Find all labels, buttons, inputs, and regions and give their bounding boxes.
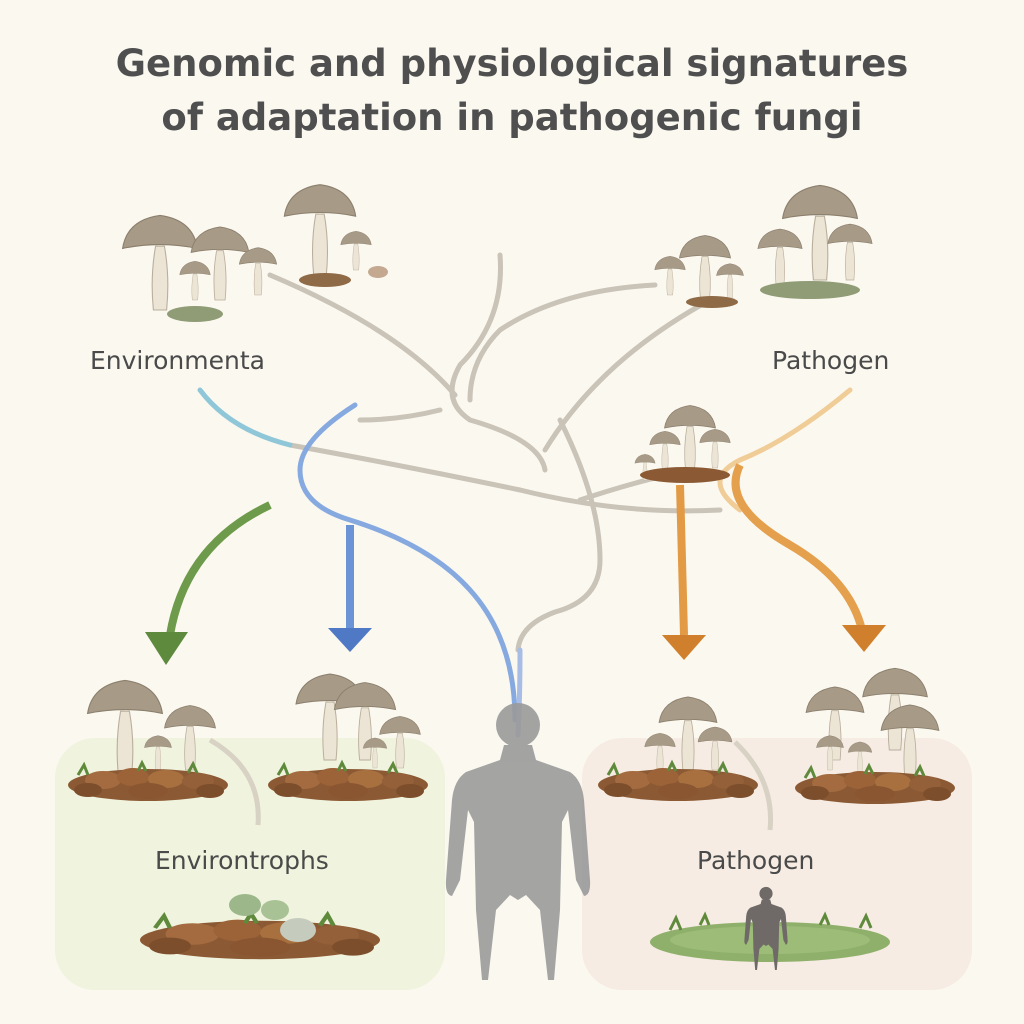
label-pathogen-bottom: Pathogen [697,846,815,875]
mushroom-cluster-icon-top-left [122,184,388,322]
arrow-down-icon-green [145,501,272,665]
pathogen-lineage [717,387,853,513]
connector-line [208,737,261,826]
diagram-title-line-2: of adaptation in pathogenic fungi [161,96,863,139]
mushroom-cluster-icon-top-right [654,184,873,308]
arrow-down-icon-orange-left [662,484,706,660]
mushroom-cluster-icon-bottom-right-2 [793,667,957,806]
label-environtrophs: Environtrophs [155,846,329,875]
diagram-title-line-1: Genomic and physiological signatures [115,42,909,85]
human-silhouette-icon [445,703,591,980]
arrow-down-icon-orange-right [731,463,886,652]
phylogeny-branches [267,252,723,653]
connector-line-right [733,740,774,831]
arrow-down-icon-blue [328,525,372,652]
leaf-icon [229,894,316,942]
label-environmental: Environmenta [90,346,265,375]
label-pathogen-top: Pathogen [772,346,890,375]
mushroom-cluster-icon-bottom-left-2 [266,673,430,803]
mushroom-cluster-icon-middle [634,405,731,483]
